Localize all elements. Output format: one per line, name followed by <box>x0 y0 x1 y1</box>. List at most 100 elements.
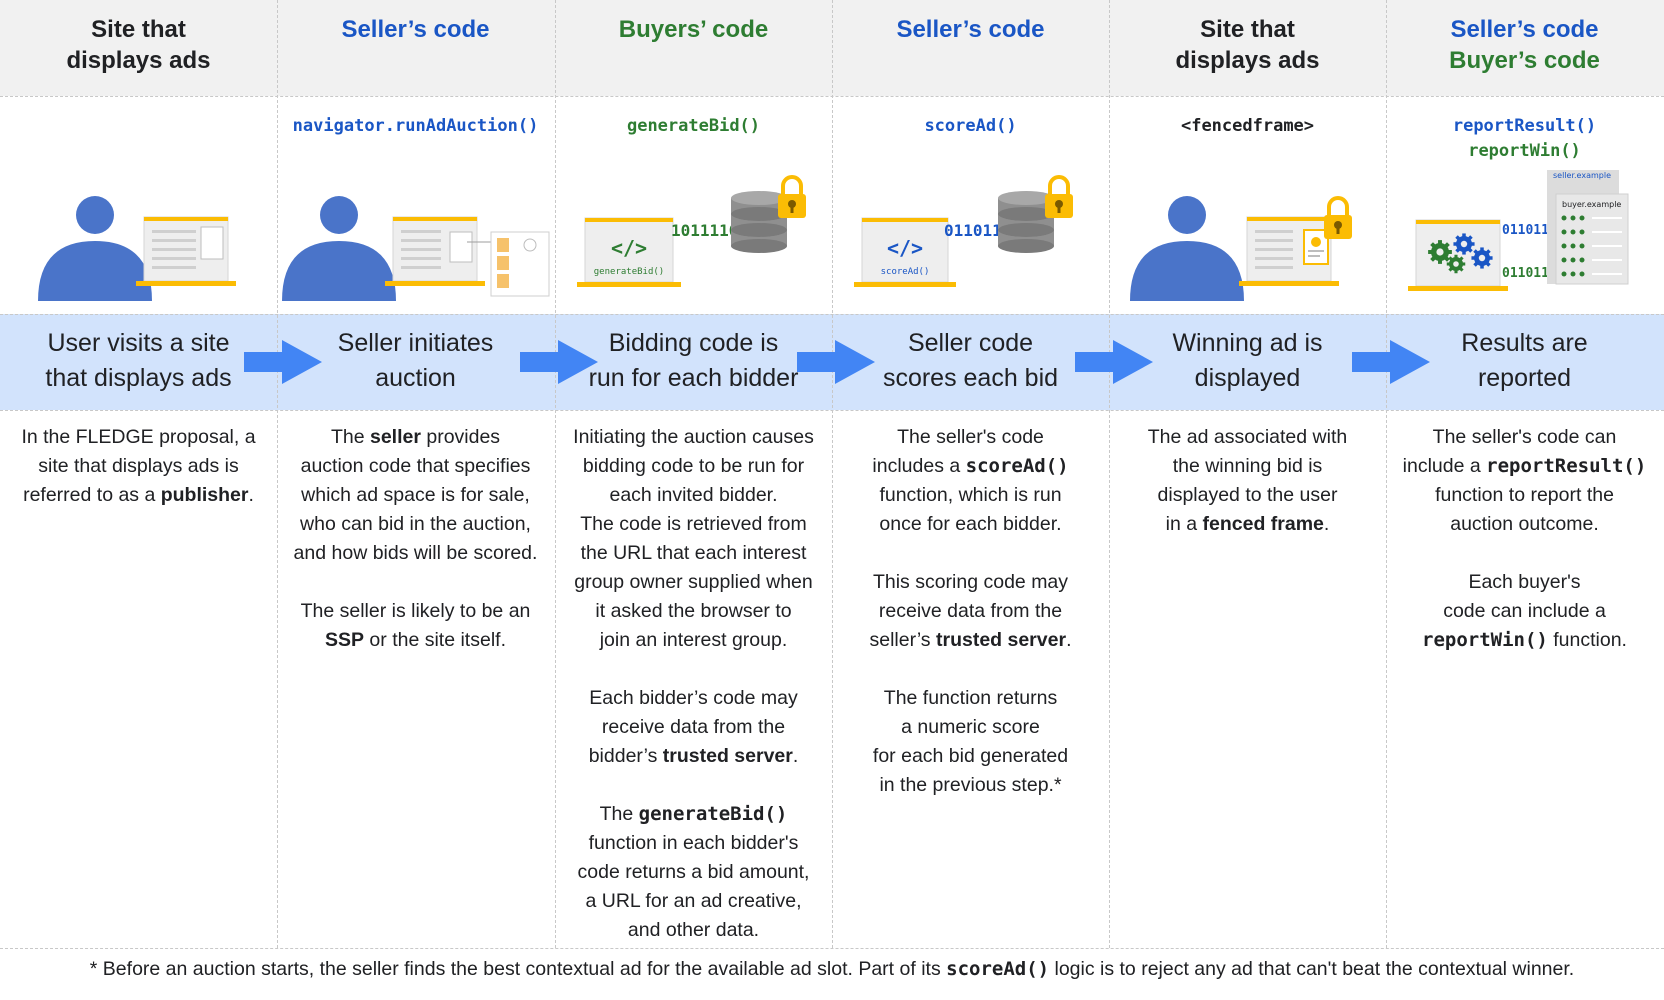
description-line: once for each bidder. <box>879 513 1062 535</box>
description-line: This scoring code may <box>872 571 1069 593</box>
api-name: scoreAd() <box>924 116 1017 136</box>
description-line: a numeric score <box>901 716 1040 738</box>
screen-code-label: generateBid() <box>594 267 664 277</box>
gear-icon <box>1471 247 1493 269</box>
step-line: Results are <box>1461 329 1588 357</box>
description-line: displayed to the user <box>1157 484 1338 506</box>
stage-column: Seller’s code navigator.runAdAuction() Se… <box>277 0 554 948</box>
header-line: Seller’s code <box>341 16 490 43</box>
description-line: auction code that specifies <box>300 455 531 477</box>
laptop-icon <box>1239 216 1339 286</box>
description-line: The code is retrieved from <box>580 513 807 535</box>
description-line: Each bidder’s code may <box>589 687 798 709</box>
description-line: In the FLEDGE proposal, a <box>21 426 256 448</box>
lock-icon <box>1324 196 1352 239</box>
description-line: referred to as a publisher. <box>23 484 254 506</box>
stage-column: Seller’s code scoreAd() </> scoreAd()0110… <box>832 0 1109 948</box>
scoring-code-illustration: </> scoreAd()0110111 <box>854 175 1073 287</box>
results-reported-illustration: 0110111 01101110 seller.example buyer.ex… <box>1408 170 1629 291</box>
description-line: The seller's code can <box>1432 426 1617 448</box>
binary-stream: 1011110 <box>671 221 738 240</box>
user-icon <box>38 196 152 301</box>
description-line: and how bids will be scored. <box>293 542 538 564</box>
description-line: each invited bidder. <box>609 484 778 506</box>
binary-stream: 0110111 <box>944 221 1011 240</box>
server-label: buyer.example <box>1562 200 1621 209</box>
laptop-icon: </> scoreAd() <box>854 217 956 287</box>
description-line: auction outcome. <box>1450 513 1599 535</box>
column-divider <box>555 0 556 948</box>
header-line: Seller’s code <box>896 16 1045 43</box>
description-line: include a reportResult() <box>1402 455 1647 477</box>
step-label: Seller initiates auction <box>277 326 554 396</box>
description-line: receive data from the <box>878 600 1063 622</box>
description-line: receive data from the <box>601 716 786 738</box>
lock-icon <box>1045 175 1073 218</box>
user-visits-site-illustration <box>38 196 236 301</box>
seller-initiates-auction-illustration <box>282 196 550 301</box>
step-line: auction <box>375 364 456 392</box>
description-line: The generateBid() <box>599 803 788 825</box>
footnote: * Before an auction starts, the seller f… <box>89 958 1575 980</box>
flow-arrow-icon <box>520 338 600 386</box>
api-label: navigator.runAdAuction() <box>277 114 554 139</box>
api-name: <fencedframe> <box>1180 116 1315 136</box>
description-line: in the previous step.* <box>879 774 1062 796</box>
description-line: the URL that each interest <box>580 542 807 564</box>
api-label: scoreAd() <box>832 114 1109 139</box>
winning-ad-illustration <box>1130 196 1352 301</box>
description-line: function to report the <box>1435 484 1614 506</box>
header-line: Seller’s code <box>1450 16 1599 43</box>
bidding-code-illustration: </> generateBid()1011110 <box>577 175 806 287</box>
laptop-icon: </> generateBid() <box>577 217 681 287</box>
description-line: and other data. <box>627 919 760 941</box>
description-line: The seller's code <box>897 426 1044 448</box>
description-line: code returns a bid amount, <box>577 861 810 883</box>
server-stack-icon: seller.example buyer.example <box>1547 170 1629 285</box>
column-header: Buyers’ code <box>555 14 832 45</box>
description-line: Each buyer's <box>1468 571 1581 593</box>
step-line: Seller initiates <box>337 329 494 357</box>
description-line: The function returns <box>883 687 1058 709</box>
step-line: Seller code <box>907 329 1034 357</box>
description-line: function, which is run <box>879 484 1062 506</box>
description-line: for each bid generated <box>872 745 1069 767</box>
description-line: reportWin() function. <box>1422 629 1627 651</box>
description-line: join an interest group. <box>599 629 788 651</box>
step-line: scores each bid <box>882 364 1059 392</box>
user-icon <box>1130 196 1244 301</box>
description-line: who can bid in the auction, <box>300 513 531 535</box>
column-header: Seller’s code <box>832 14 1109 45</box>
description-line: The seller is likely to be an <box>300 600 531 622</box>
step-line: run for each bidder <box>588 364 799 392</box>
description-line: seller’s trusted server. <box>869 629 1072 651</box>
description-line: The ad associated with <box>1147 426 1348 448</box>
description-line: which ad space is for sale, <box>301 484 530 506</box>
description-line: group owner supplied when <box>574 571 813 593</box>
api-label: <fencedframe> <box>1109 114 1386 139</box>
api-name: generateBid() <box>626 116 761 136</box>
user-icon <box>282 196 396 301</box>
svg-text:</>: </> <box>887 236 923 260</box>
header-line: Site that <box>91 16 186 43</box>
header-line: displays ads <box>1175 47 1320 74</box>
header-line: Site that <box>1200 16 1295 43</box>
gear-icon <box>1453 233 1475 255</box>
api-name: navigator.runAdAuction() <box>292 116 539 136</box>
gear-icon <box>1446 254 1466 274</box>
header-line: Buyers’ code <box>618 16 769 43</box>
laptop-icon <box>385 216 485 286</box>
laptop-icon <box>136 216 236 286</box>
description-line: in a fenced frame. <box>1165 513 1330 535</box>
